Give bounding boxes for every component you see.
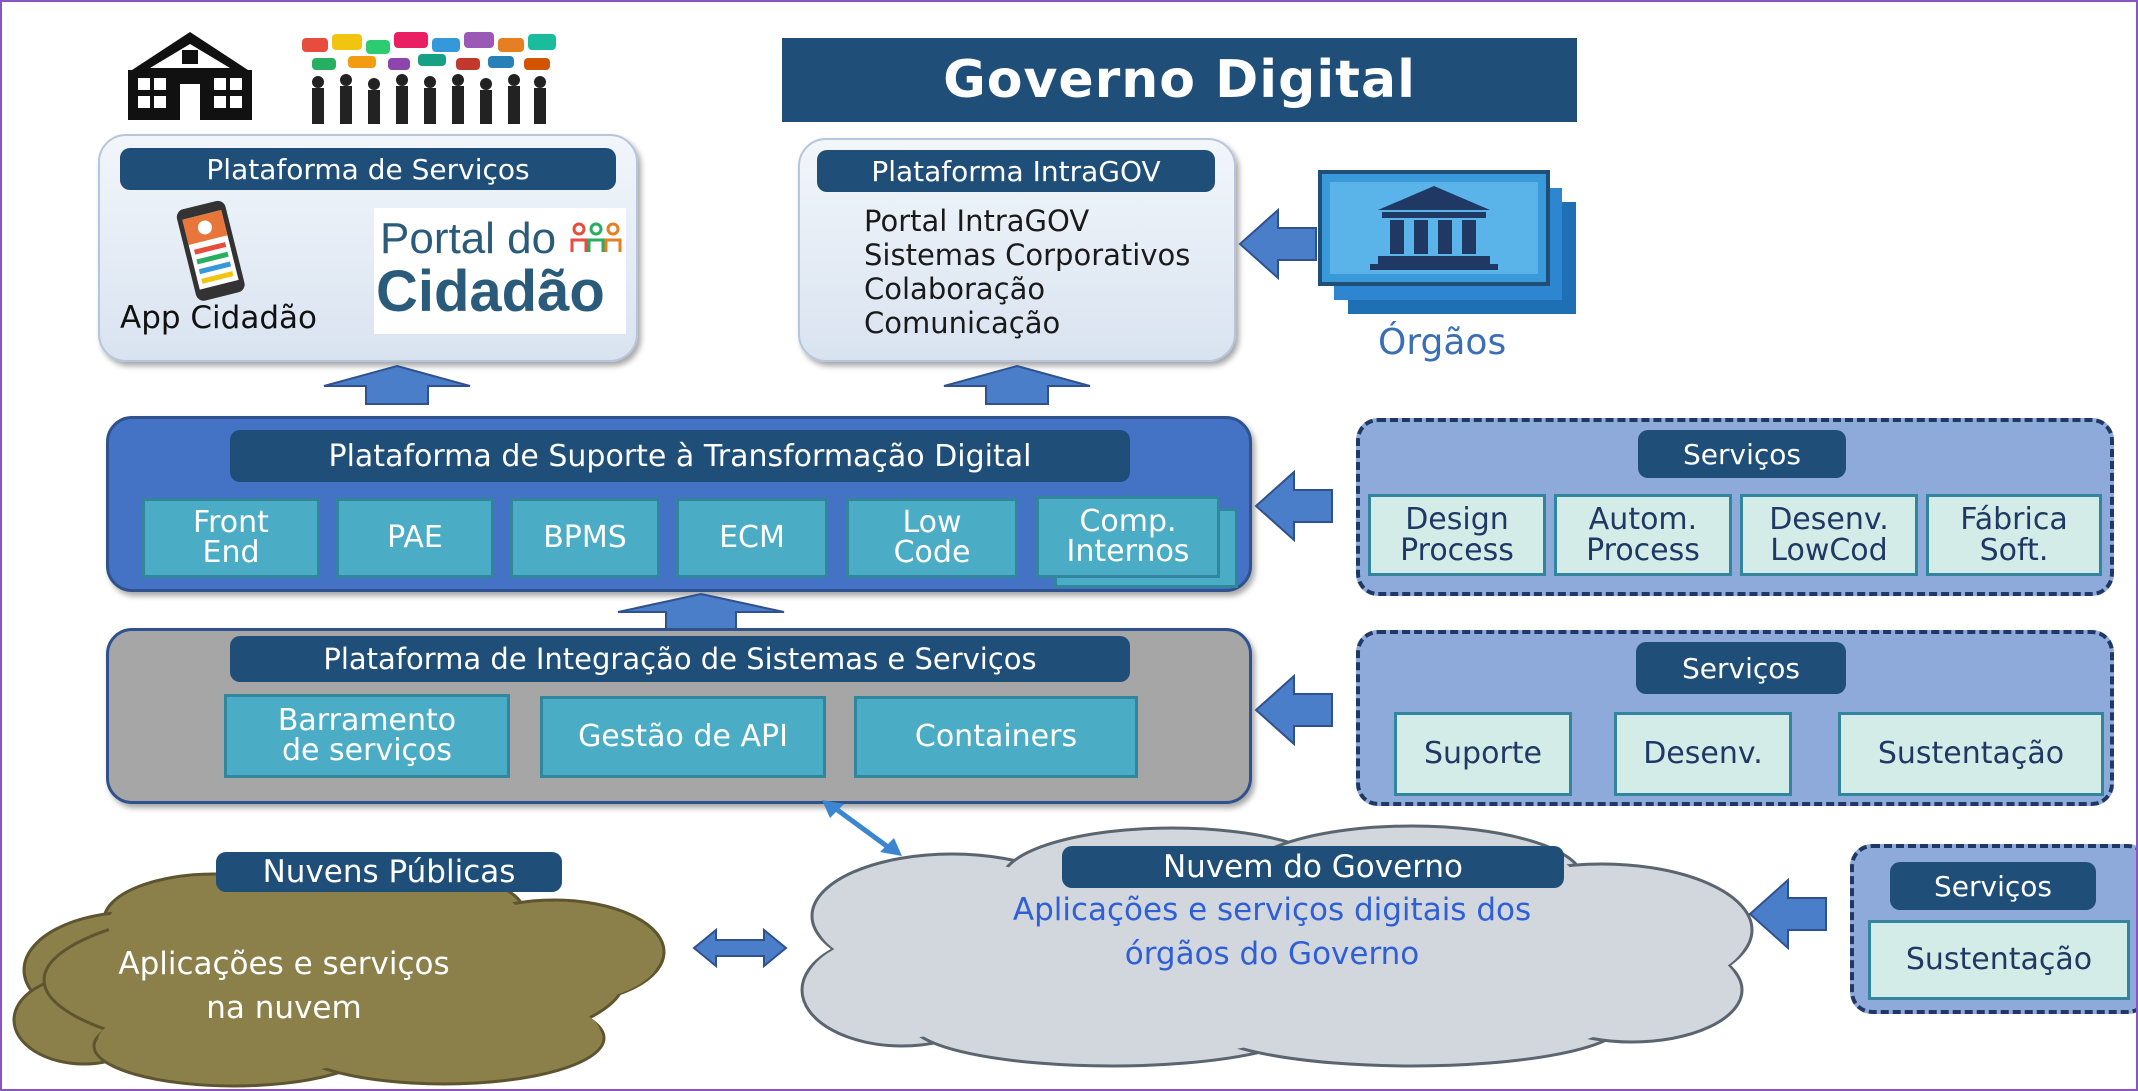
services-header-1-text: Serviços: [1683, 437, 1801, 471]
sustentacao-box: Sustentação: [1838, 712, 2104, 796]
transformation-header: Plataforma de Suporte à Transformação Di…: [230, 430, 1130, 482]
up-arrow-icon: [617, 592, 785, 631]
portal-logo-line2: Cidadão: [376, 259, 605, 324]
services-header-3-text: Serviços: [1934, 869, 2052, 903]
barramento-box: Barramento de serviços: [224, 694, 510, 778]
diagram-title-text: Governo Digital: [943, 50, 1416, 110]
smartphone-icon: [176, 200, 245, 301]
services-header-1: Serviços: [1638, 430, 1846, 478]
citizens-crowd-icon: [302, 32, 556, 124]
design-process-box: Design Process: [1368, 494, 1546, 576]
services-header-2-text: Serviços: [1682, 651, 1800, 685]
intragov-item: Portal IntraGOV: [864, 204, 1090, 238]
sustentacao-box-2: Sustentação: [1868, 920, 2130, 1000]
gestao-api-box: Gestão de API: [540, 696, 826, 778]
suporte-box: Suporte: [1394, 712, 1572, 796]
services-header-2: Serviços: [1636, 642, 1846, 694]
transformation-header-text: Plataforma de Suporte à Transformação Di…: [328, 438, 1032, 474]
diagram-title: Governo Digital: [782, 38, 1577, 122]
portal-cidadao-logo: Portal do Cidadão: [374, 208, 626, 334]
ecm-box: ECM: [676, 498, 828, 578]
containers-box: Containers: [854, 696, 1138, 778]
desenv-box: Desenv.: [1614, 712, 1792, 796]
autom-process-box: Autom. Process: [1554, 494, 1732, 576]
left-arrow-icon: [1254, 673, 1333, 747]
fabrica-soft-box: Fábrica Soft.: [1926, 494, 2102, 576]
orgaos-label: Órgãos: [1378, 322, 1507, 363]
diagonal-double-arrow-icon: [822, 800, 902, 856]
integration-header: Plataforma de Integração de Sistemas e S…: [230, 636, 1130, 682]
government-cloud-header-text: Nuvem do Governo: [1162, 849, 1464, 885]
low-code-box: Low Code: [846, 498, 1018, 578]
comp-internos-box: Comp. Internos: [1036, 496, 1220, 578]
public-clouds-header: Nuvens Públicas: [216, 852, 562, 892]
government-cloud-text: Aplicações e serviços digitais dos órgão…: [1012, 892, 1532, 972]
government-cloud-header: Nuvem do Governo: [1062, 846, 1564, 888]
intragov-header-text: Plataforma IntraGOV: [871, 154, 1161, 188]
front-end-box: Front End: [142, 498, 320, 578]
horizontal-double-arrow-icon: [692, 927, 788, 969]
desenv-lowcod-box: Desenv. LowCod: [1740, 494, 1918, 576]
up-arrow-icon: [943, 364, 1091, 405]
left-arrow-icon: [1238, 207, 1317, 281]
intragov-item: Comunicação: [864, 306, 1061, 340]
integration-header-text: Plataforma de Integração de Sistemas e S…: [323, 642, 1037, 676]
app-cidadao-label: App Cidadão: [120, 300, 317, 336]
public-cloud-text: Aplicações e serviços na nuvem: [118, 946, 450, 1026]
building-icon: [128, 32, 252, 120]
orgaos-government-icon: [1318, 170, 1576, 314]
public-cloud-shape: [12, 866, 666, 1088]
services-platform-header-text: Plataforma de Serviços: [206, 152, 530, 186]
left-arrow-icon: [1254, 469, 1333, 543]
left-arrow-icon: [1748, 877, 1827, 951]
services-platform-header: Plataforma de Serviços: [120, 148, 616, 190]
up-arrow-icon: [323, 364, 471, 405]
bpms-box: BPMS: [510, 498, 660, 578]
services-header-3: Serviços: [1890, 862, 2096, 910]
people-icon: [570, 222, 622, 252]
public-clouds-header-text: Nuvens Públicas: [262, 854, 516, 890]
intragov-item: Colaboração: [864, 272, 1046, 306]
government-cloud-shape: [800, 824, 1754, 1068]
intragov-header: Plataforma IntraGOV: [817, 150, 1215, 192]
portal-logo-line1: Portal do: [380, 214, 557, 263]
pae-box: PAE: [336, 498, 494, 578]
intragov-item: Sistemas Corporativos: [864, 238, 1191, 272]
